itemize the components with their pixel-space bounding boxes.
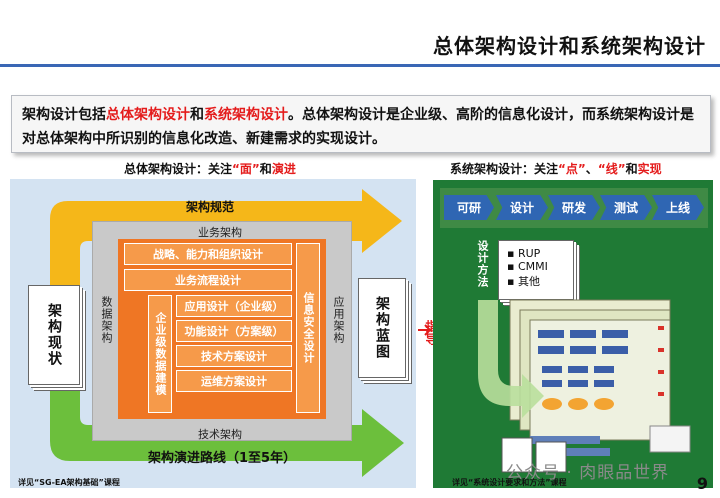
app-design: 应用设计（企业级） <box>176 295 292 317</box>
blueprint-label: 架构蓝图 <box>374 296 390 360</box>
method-item: ▪ 其他 <box>507 275 540 288</box>
phase-design: 设计 <box>496 195 548 220</box>
intro-text-1: 架构设计包括 <box>22 107 106 123</box>
tech-solution-design: 技术方案设计 <box>176 345 292 367</box>
current-state-label: 架构现状 <box>46 303 62 367</box>
slide-title: 总体架构设计和系统架构设计 <box>433 34 706 58</box>
intro-highlight-1: 总体架构设计 <box>106 107 190 123</box>
right-header-focus-2: “线” <box>597 162 626 176</box>
intro-text-2: 和 <box>190 107 204 123</box>
security-design: 信息安全设计 <box>296 243 320 413</box>
strategy-design: 战略、能力和组织设计 <box>124 243 292 265</box>
right-header-prefix: 系统架构设计：关注 <box>450 162 559 176</box>
method-other: 其他 <box>517 275 540 288</box>
enterprise-data-modeling: 企业级数据建模 <box>148 295 172 413</box>
right-footnote: 详见“系统设计要求和方法”课程 <box>452 478 567 487</box>
intro-text-3: 。总体架构设计是企业级、高阶的信息化设计，而系统架构设计是对总体架构中所识别的信… <box>22 107 694 147</box>
intro-highlight-2: 系统架构设计 <box>204 107 288 123</box>
system-design-diagram <box>501 299 691 473</box>
title-rule <box>0 64 720 67</box>
watermark: 公众号 · 肉眼品世界 <box>506 463 670 483</box>
ops-solution-design: 运维方案设计 <box>176 370 292 392</box>
app-arch-label: 应用架构 <box>332 296 345 344</box>
method-list: ▪ RUP ▪ CMMI ▪ 其他 <box>498 240 574 300</box>
left-header-prefix: 总体架构设计：关注 <box>124 162 233 176</box>
left-header-focus-1: “面” <box>232 162 260 176</box>
left-header-focus-2: 演进 <box>271 162 296 176</box>
phase-testing: 测试 <box>600 195 652 220</box>
function-design: 功能设计（方案级） <box>176 320 292 342</box>
method-item: ▪ CMMI <box>507 260 548 273</box>
phase-feasibility: 可研 <box>444 195 494 220</box>
arrow-label-roadmap: 架构演进路线（1至5年） <box>148 451 297 466</box>
method-rup: RUP <box>517 247 541 260</box>
business-arch-label: 业务架构 <box>198 226 242 239</box>
method-cmmi: CMMI <box>517 260 548 273</box>
page-number: 9 <box>696 474 708 493</box>
blueprint-doc: 架构蓝图 <box>358 278 406 378</box>
left-footnote: 详见“SG-EA架构基础”课程 <box>18 478 120 487</box>
current-state-doc: 架构现状 <box>28 285 80 385</box>
phase-development: 研发 <box>548 195 600 220</box>
intro-box: 架构设计包括总体架构设计和系统架构设计。总体架构设计是企业级、高阶的信息化设计，… <box>11 95 711 153</box>
right-header-and: 和 <box>625 162 638 176</box>
phase-golive: 上线 <box>652 195 704 220</box>
arrow-label-standards: 架构规范 <box>186 200 235 214</box>
right-header-focus-1: “点” <box>558 162 586 176</box>
right-header-sep: 、 <box>585 162 598 176</box>
method-label: 设计方法 <box>476 240 489 288</box>
method-item: ▪ RUP <box>507 247 541 260</box>
right-header: 系统架构设计：关注“点”、“线”和实现 <box>450 160 662 177</box>
left-header: 总体架构设计：关注“面”和演进 <box>124 160 296 177</box>
right-header-focus-3: 实现 <box>637 162 662 176</box>
data-arch-label: 数据架构 <box>100 296 113 344</box>
tech-arch-label: 技术架构 <box>198 428 242 441</box>
guide-arrow-icon <box>418 324 432 336</box>
process-design: 业务流程设计 <box>124 269 292 291</box>
left-header-and: 和 <box>259 162 272 176</box>
flow-arrow-icon <box>478 300 544 418</box>
